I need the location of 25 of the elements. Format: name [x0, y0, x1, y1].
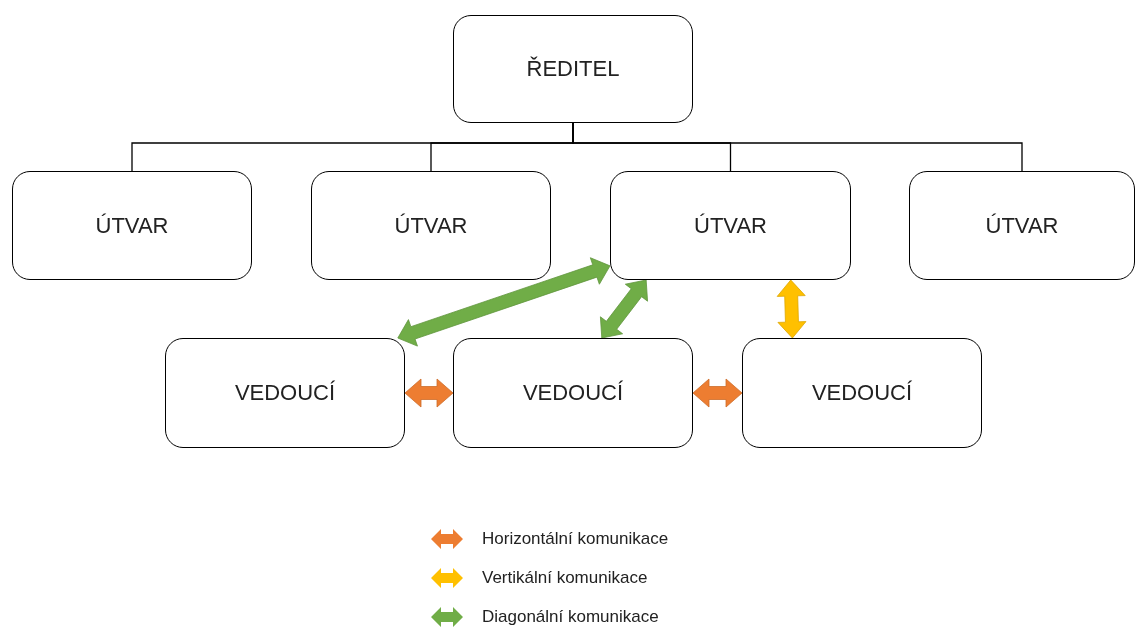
- block-arrow: [404, 378, 454, 408]
- node-label: VEDOUCÍ: [522, 380, 624, 406]
- director-box: [453, 15, 693, 123]
- org-box: [453, 338, 693, 448]
- org-box: [311, 171, 551, 280]
- block-arrow: [692, 378, 743, 408]
- org-box: [909, 171, 1135, 280]
- org-box: [742, 338, 982, 448]
- org-box: [610, 171, 851, 280]
- block-arrow: [600, 279, 648, 339]
- org-box: [12, 171, 252, 280]
- node-label: VEDOUCÍ: [234, 380, 336, 406]
- legend-label: Horizontální komunikace: [482, 529, 669, 549]
- node-label: ÚTVAR: [95, 212, 169, 239]
- node-label: VEDOUCÍ: [811, 380, 913, 406]
- node-label: ÚTVAR: [394, 212, 468, 239]
- legend-label: Diagonální komunikace: [482, 607, 659, 627]
- node-label: ŘEDITEL: [526, 56, 620, 82]
- legend-label: Vertikální komunikace: [482, 568, 648, 588]
- node-label: ÚTVAR: [985, 212, 1059, 239]
- block-arrow: [397, 257, 611, 347]
- block-arrow: [776, 279, 807, 339]
- org-box: [165, 338, 405, 448]
- node-label: ÚTVAR: [694, 212, 767, 239]
- connector-line: [572, 122, 1023, 172]
